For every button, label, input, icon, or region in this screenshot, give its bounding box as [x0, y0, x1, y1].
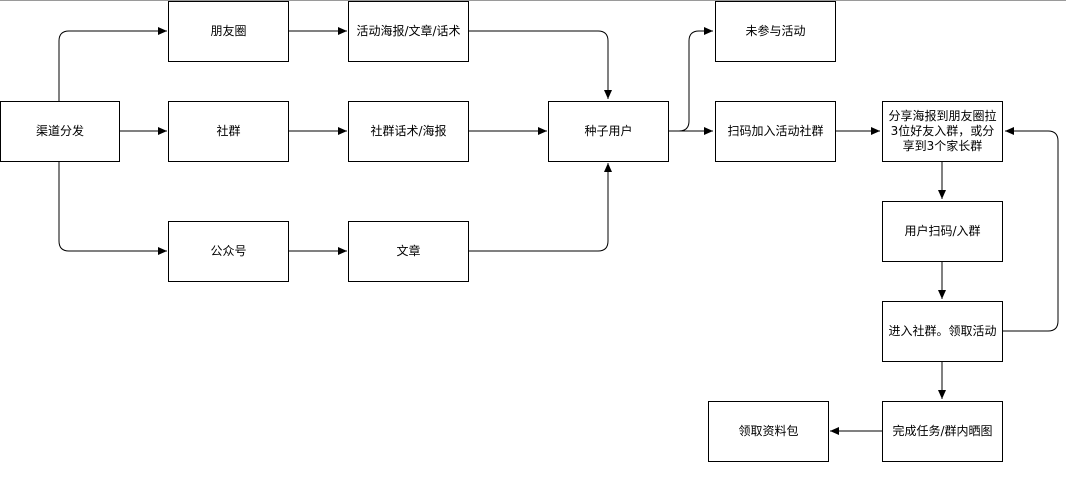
top-border-line [0, 0, 1066, 1]
node-user-scan: 用户扫码/入群 [882, 201, 1003, 262]
node-share-poster: 分享海报到朋友圈拉3位好友入群，或分享到3个家长群 [882, 101, 1003, 162]
node-channel: 渠道分发 [0, 101, 120, 162]
node-enter-group: 进入社群。领取活动 [882, 301, 1003, 362]
edge-moments-content-seed [469, 30, 612, 99]
edge-seed-not-joined [669, 27, 713, 132]
node-official-account: 公众号 [168, 221, 289, 282]
node-get-materials: 领取资料包 [708, 401, 829, 462]
edge-channel-moments [58, 27, 167, 101]
node-article: 文章 [348, 221, 469, 282]
node-moments: 朋友圈 [168, 1, 289, 62]
node-complete-task: 完成任务/群内晒图 [882, 401, 1003, 462]
node-community-content: 社群话术/海报 [348, 101, 469, 162]
edge-article-seed [469, 163, 612, 252]
edge-enter-share-loop [1003, 127, 1059, 332]
node-scan-join: 扫码加入活动社群 [715, 101, 836, 162]
edge-channel-official [58, 161, 167, 255]
node-moments-content: 活动海报/文章/话术 [348, 1, 469, 62]
node-community: 社群 [168, 101, 289, 162]
node-seed-users: 种子用户 [548, 101, 669, 162]
node-not-joined: 未参与活动 [715, 1, 836, 62]
